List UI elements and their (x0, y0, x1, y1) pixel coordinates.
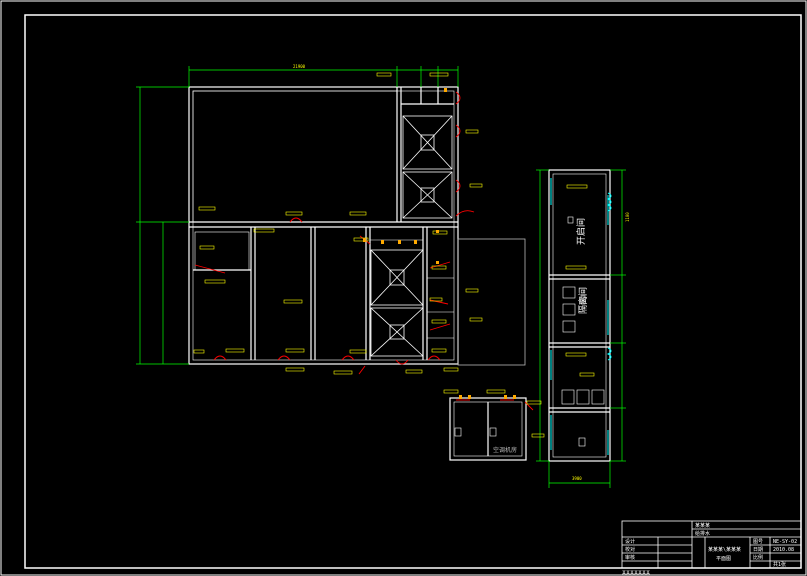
tb-approver-label: 审核 (625, 554, 635, 561)
tb-note: 某某某某某某某 (622, 569, 650, 575)
upper-shafts (402, 115, 453, 219)
dim-annex-bottom: 3900 (572, 476, 582, 481)
fixtures (363, 88, 516, 399)
tb-sheet: 共1张 (773, 561, 786, 568)
tb-designer-label: 设计 (625, 538, 635, 545)
annex-wall-equipment (550, 178, 612, 455)
small-block-label: 空调机房 (493, 446, 517, 454)
dimension-lines (136, 66, 626, 488)
lower-shafts (370, 249, 424, 357)
tb-date: 2010.08 (773, 547, 794, 553)
tb-drawing-no: NE-SY-02 (773, 539, 797, 545)
tb-drawing-no-label: 图号 (753, 539, 763, 545)
tb-project: 某某某 (695, 523, 710, 529)
sheet-border-inner (24, 14, 802, 569)
main-building (188, 86, 459, 365)
tb-scale-label: 比例 (753, 554, 763, 561)
dim-annex-top: 1100 (625, 212, 630, 222)
annex-upper-label: 开启间 (575, 218, 587, 245)
tb-checker-label: 校对 (625, 546, 635, 553)
right-annex (548, 169, 611, 462)
equipment-tags (193, 72, 595, 438)
annex-middle-label: 隔离间 (577, 287, 589, 314)
extension-block (457, 238, 526, 366)
tb-drawing: 给排水 (695, 530, 710, 537)
small-block (449, 397, 527, 461)
tb-date-label: 日期 (753, 547, 763, 553)
tb-title-line1: 某某某\某某某 (708, 547, 741, 553)
door-symbols (194, 91, 534, 411)
tb-title-line2: 平面图 (716, 556, 731, 562)
title-block (621, 520, 802, 569)
dim-top-total: 21900 (293, 64, 306, 69)
